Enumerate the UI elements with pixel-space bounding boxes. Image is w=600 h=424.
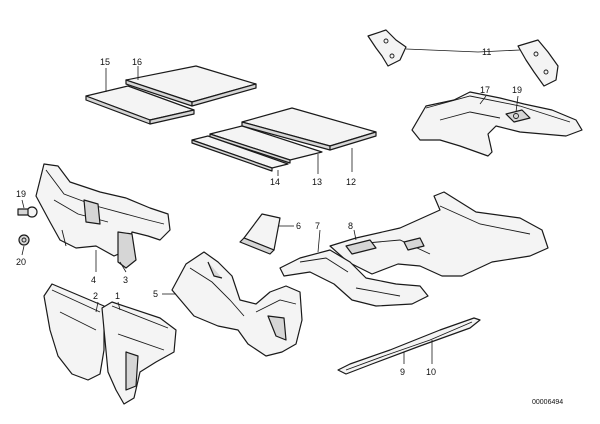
part-5-tunnel-insulation — [171, 251, 303, 357]
part-6-angle-piece — [239, 213, 281, 255]
leader-1 — [117, 301, 121, 311]
part-2-firewall-panel — [43, 283, 105, 381]
callout-11: 11 — [482, 47, 491, 57]
callout-8: 8 — [348, 221, 353, 231]
part-7-floor-carpet — [279, 249, 429, 307]
leader-17 — [479, 95, 487, 105]
callout-10: 10 — [426, 367, 436, 377]
leader-7 — [317, 229, 321, 253]
callout-1: 1 — [115, 291, 120, 301]
callout-2: 2 — [93, 291, 98, 301]
callout-19-left: 19 — [16, 189, 26, 199]
leader-11 — [405, 48, 521, 53]
leader-19b — [515, 95, 519, 113]
part-16-panel — [125, 65, 257, 107]
part-12-panel — [241, 107, 377, 151]
leader-20 — [21, 245, 25, 256]
part-14-strip — [191, 135, 289, 172]
leader-19-left — [21, 199, 25, 209]
leader-2 — [95, 301, 99, 313]
part-17-rear-insulation — [411, 91, 583, 157]
callout-4: 4 — [91, 275, 96, 285]
leader-3 — [119, 261, 127, 273]
part-15-panel — [85, 85, 195, 125]
callout-20: 20 — [16, 257, 26, 267]
callout-3: 3 — [123, 275, 128, 285]
leader-8 — [353, 229, 357, 241]
part-19-grommet-left — [17, 206, 38, 218]
callout-15: 15 — [100, 57, 110, 67]
callout-7: 7 — [315, 221, 320, 231]
part-11-bracket-left — [367, 29, 407, 67]
callout-6: 6 — [296, 221, 301, 231]
part-1-firewall-panel — [101, 301, 177, 405]
part-8-floor-mat — [329, 191, 549, 277]
callout-14: 14 — [270, 177, 280, 187]
part-11-bracket-right — [517, 39, 559, 87]
callout-19-right: 19 — [512, 85, 522, 95]
callout-9: 9 — [400, 367, 405, 377]
callout-5: 5 — [153, 289, 158, 299]
callout-17: 17 — [480, 85, 490, 95]
callout-16: 16 — [132, 57, 142, 67]
callout-12: 12 — [346, 177, 356, 187]
reference-number: 00006494 — [532, 399, 563, 406]
part-13-panel — [209, 125, 323, 164]
callout-13: 13 — [312, 177, 322, 187]
part-9-10-sill-strip — [337, 317, 481, 375]
part-4-bulkhead-insulation — [35, 163, 171, 269]
part-20-plug — [18, 234, 30, 246]
